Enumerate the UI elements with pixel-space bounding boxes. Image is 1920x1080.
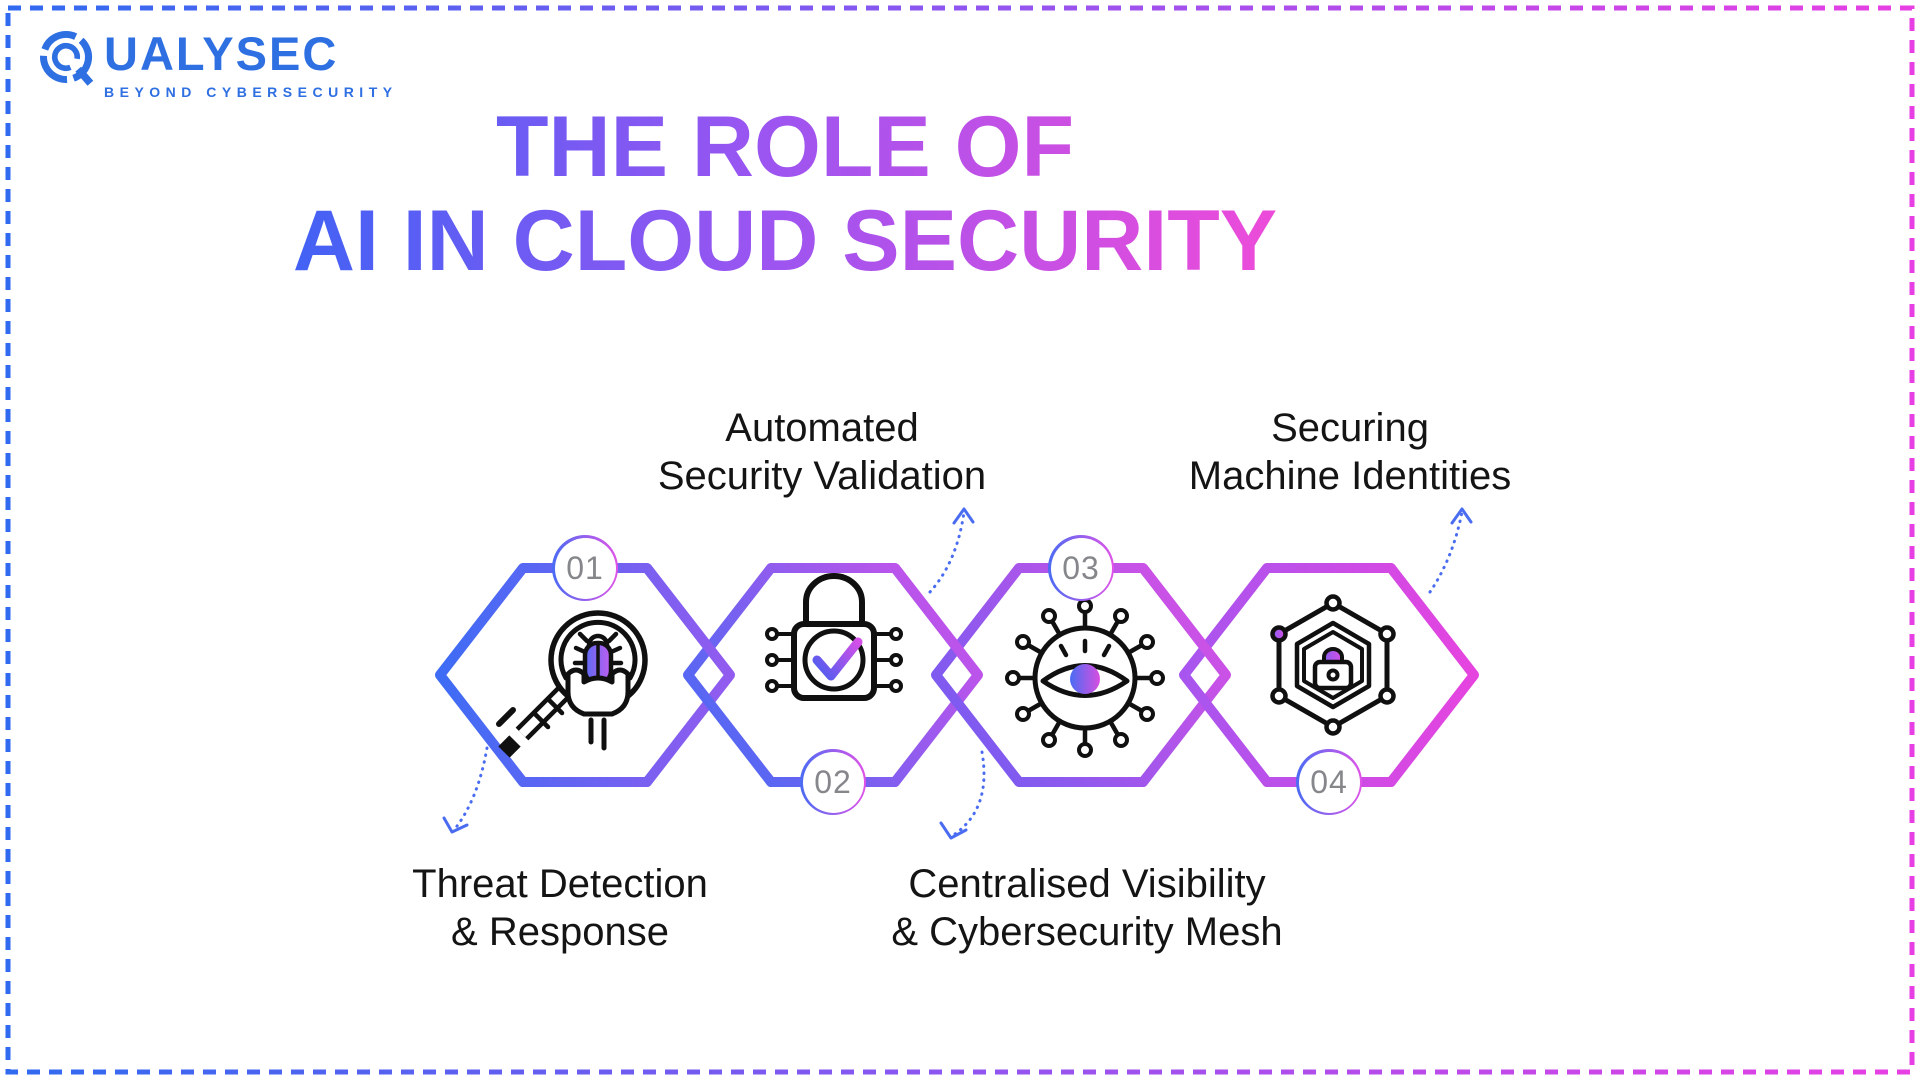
step-number: 03	[1050, 537, 1112, 599]
connector-arrows	[442, 507, 1473, 840]
qualysec-logo: UALYSEC BEYOND CYBERSECURITY	[36, 26, 398, 100]
hex-lock-icon	[1270, 594, 1396, 736]
bug-magnifier-icon	[496, 610, 648, 758]
step-number: 02	[802, 751, 864, 813]
lock-check-icon	[765, 573, 903, 701]
hexagon-step-4	[1179, 563, 1479, 787]
step-badge-03: 03	[1048, 535, 1114, 601]
hexagon-chain	[435, 563, 1479, 787]
arrow-to-securing-label	[1428, 507, 1473, 594]
dashed-border	[5, 5, 1915, 1075]
label-line: Centralised Visibility	[908, 862, 1266, 906]
label-line: Securing	[1271, 406, 1429, 450]
step-number: 04	[1298, 751, 1360, 813]
label-line: Threat Detection	[412, 862, 708, 906]
step-badge-02: 02	[800, 749, 866, 815]
label-line: & Response	[451, 910, 669, 954]
label-securing-machine-identities: Securing Machine Identities	[1090, 404, 1610, 500]
eye-mesh-icon	[1005, 598, 1165, 758]
step-badge-01: 01	[552, 535, 618, 601]
page-title-line-2: AI IN CLOUD SECURITY	[292, 193, 1278, 289]
step-number: 01	[554, 537, 616, 599]
label-line: Security Validation	[657, 454, 987, 498]
label-line: Automated	[725, 406, 919, 450]
step-badge-04: 04	[1296, 749, 1362, 815]
arrow-to-centralised-label	[939, 750, 986, 840]
logo-tagline: BEYOND CYBERSECURITY	[104, 84, 398, 100]
label-centralised-visibility-mesh: Centralised Visibility & Cybersecurity M…	[827, 860, 1347, 956]
label-line: & Cybersecurity Mesh	[891, 910, 1283, 954]
logo-brand-text: UALYSEC	[104, 27, 339, 80]
qualysec-q-icon	[36, 26, 96, 93]
label-threat-detection-response: Threat Detection & Response	[300, 860, 820, 956]
label-line: Machine Identities	[1188, 454, 1512, 498]
label-automated-security-validation: Automated Security Validation	[562, 404, 1082, 500]
page-title: THE ROLE OF AI IN CLOUD SECURITY	[0, 100, 1570, 288]
arrow-to-automated-label	[928, 507, 975, 594]
arrow-to-threat-label	[442, 746, 489, 834]
page-title-line-1: THE ROLE OF	[495, 99, 1075, 195]
